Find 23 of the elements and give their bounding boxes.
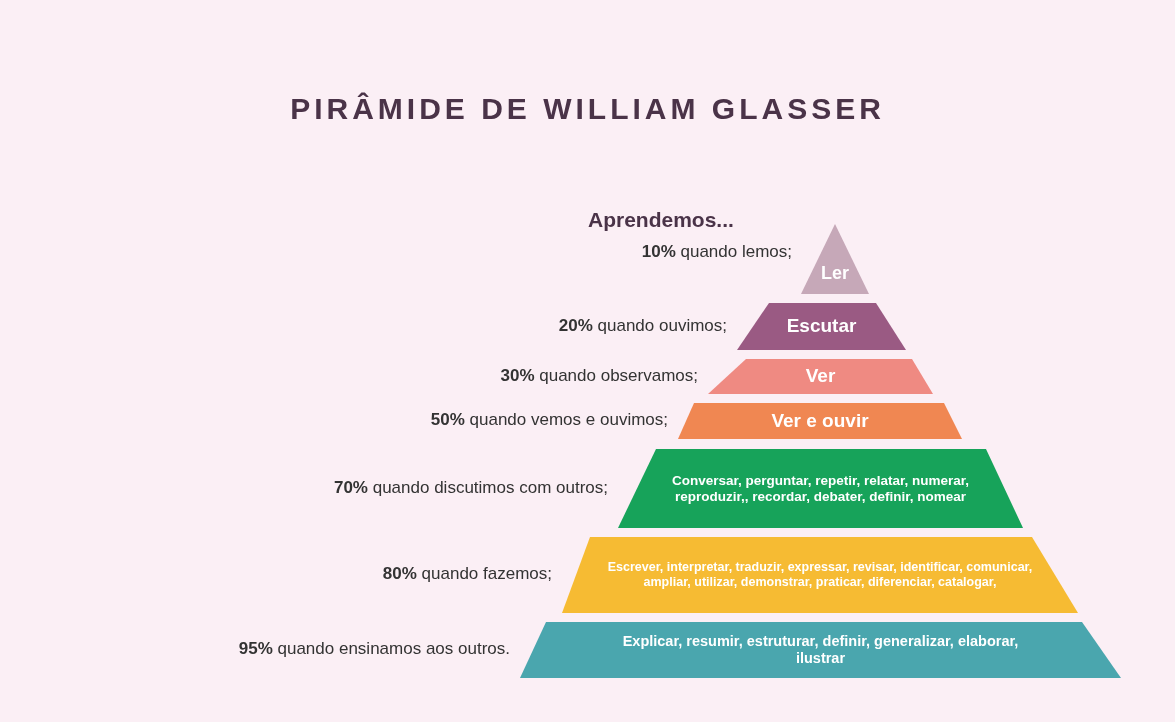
layer-text: Escutar (786, 315, 857, 338)
layer-text: Ver e ouvir (771, 409, 869, 433)
percentage-text: 50% quando vemos e ouvimos; (430, 410, 668, 430)
pyramid-layer (737, 303, 906, 350)
pyramid-layer (618, 449, 1023, 528)
percentage-text: 30% quando observamos; (500, 365, 698, 386)
percentage-text: 20% quando ouvimos; (558, 315, 727, 336)
percentage-text: 10% quando lemos; (641, 242, 792, 262)
pyramid-layer (520, 622, 1121, 678)
layer-text: Escrever, interpretar, traduzir, expressar, revisar, identificar, comunicar, ampliar, utilizar, demonstrar, praticar, diferenciar, catalogar, (606, 560, 1034, 590)
pyramid-layer (678, 403, 962, 439)
layer-text: Ler (821, 263, 849, 285)
diagram-title: PIRÂMIDE DE WILLIAM GLASSER (289, 92, 886, 126)
layer-text: Ver (805, 365, 836, 388)
pyramid-layer (708, 359, 933, 394)
layer-text: Explicar, resumir, estruturar, definir, generalizar, elaborar, ilustrar (621, 632, 1020, 668)
percentage-text: 70% quando discutimos com outros; (333, 477, 608, 498)
layer-text: Conversar, perguntar, repetir, relatar, numerar, reproduzir,, recordar, debater, definir, nomear (670, 472, 971, 505)
heading-label: Aprendemos... (588, 208, 734, 232)
pyramid-layer (562, 537, 1078, 613)
pyramid-apex (801, 224, 869, 294)
percentage-text: 80% quando fazemos; (382, 564, 552, 584)
percentage-text: 95% quando ensinamos aos outros. (238, 639, 510, 659)
